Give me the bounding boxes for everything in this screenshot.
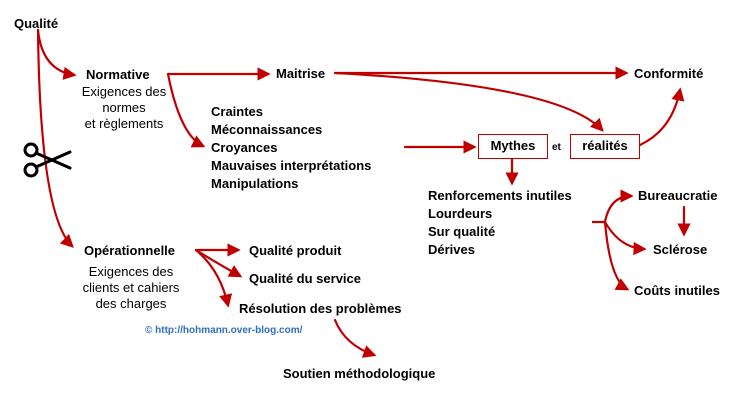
arrow-resolution-soutien <box>333 318 377 358</box>
operationnelle-description: Exigences des clients et cahiers des cha… <box>82 264 180 311</box>
arrow-realites-conformite <box>638 87 685 147</box>
arrow-qualite-normative <box>36 28 77 80</box>
arrow-maitrise-realites <box>333 71 604 132</box>
normative-description: Exigences des normes et règlements <box>81 84 167 131</box>
node-mythes: Mythes <box>478 134 548 159</box>
node-maitrise: Maitrise <box>276 66 326 81</box>
label-et: et <box>552 142 561 153</box>
effets-list: Renforcements inutiles Lourdeurs Sur qua… <box>428 187 572 259</box>
source-credit: © http://hohmann.over-blog.com/ <box>145 325 303 336</box>
node-realites: réalités <box>570 134 640 159</box>
arrow-effets-sclerose <box>603 220 647 256</box>
cause-item: Mauvaises interprétations <box>211 158 372 173</box>
cause-item: Manipulations <box>211 176 299 191</box>
scissors-icon <box>23 142 72 178</box>
node-normative: Normative <box>86 67 150 82</box>
arrow-qualite-operationnelle <box>36 28 74 248</box>
arrow-op-resolution <box>194 248 233 308</box>
node-conformite: Conformité <box>634 66 704 81</box>
node-soutien: Soutien méthodologique <box>283 366 436 381</box>
effet-item: Dérives <box>428 242 475 257</box>
node-qualite-produit: Qualité produit <box>249 243 342 258</box>
causes-list: Craintes Méconnaissances Croyances Mauva… <box>211 103 371 193</box>
effet-item: Renforcements inutiles <box>428 188 572 203</box>
arrow-op-service <box>194 248 243 278</box>
arrow-effets-couts <box>603 220 630 291</box>
node-resolution: Résolution des problèmes <box>239 301 402 316</box>
cause-item: Méconnaissances <box>211 122 323 137</box>
effet-item: Lourdeurs <box>428 206 493 221</box>
node-qualite: Qualité <box>14 16 59 31</box>
cause-item: Craintes <box>211 104 264 119</box>
node-sclerose: Sclérose <box>653 242 708 257</box>
arrow-normative-causes <box>166 72 206 148</box>
node-qualite-service: Qualité du service <box>249 271 361 286</box>
node-operationnelle: Opérationnelle <box>84 243 176 258</box>
arrow-effets-bureaucratie <box>603 189 634 224</box>
cause-item: Croyances <box>211 140 278 155</box>
node-bureaucratie: Bureaucratie <box>638 188 718 203</box>
node-couts-inutiles: Coûts inutiles <box>634 283 720 298</box>
effet-item: Sur qualité <box>428 224 496 239</box>
